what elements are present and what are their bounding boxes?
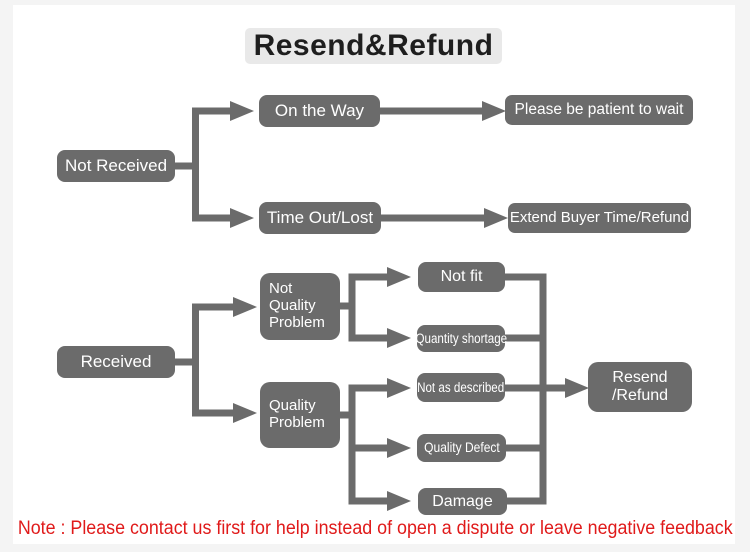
- node-not-received: Not Received: [57, 150, 175, 182]
- node-extend-buyer-time-refund: Extend Buyer Time/Refund: [508, 203, 691, 233]
- node-received: Received: [57, 346, 175, 378]
- node-label: Quality Defect: [423, 439, 500, 456]
- node-damage: Damage: [418, 488, 507, 515]
- footer-note-text: Note : Please contact us first for help …: [17, 517, 733, 539]
- node-label: Not as described: [417, 379, 505, 395]
- node-on-the-way: On the Way: [259, 95, 380, 127]
- node-label: Quantity shortage: [415, 330, 507, 346]
- node-not-quality-problem: Not Quality Problem: [260, 273, 340, 340]
- node-not-as-described: Not as described: [417, 373, 505, 402]
- content-panel: [13, 5, 735, 544]
- page-title: Resend&Refund: [245, 28, 502, 64]
- node-please-be-patient: Please be patient to wait: [505, 95, 693, 125]
- node-resend-refund: Resend /Refund: [588, 362, 692, 412]
- node-quality-problem: Quality Problem: [260, 382, 340, 448]
- node-time-out-lost: Time Out/Lost: [259, 202, 381, 234]
- node-quality-defect: Quality Defect: [417, 434, 506, 462]
- footer-note: Note : Please contact us first for help …: [0, 515, 750, 542]
- node-not-fit: Not fit: [418, 262, 505, 292]
- node-quantity-shortage: Quantity shortage: [415, 325, 507, 352]
